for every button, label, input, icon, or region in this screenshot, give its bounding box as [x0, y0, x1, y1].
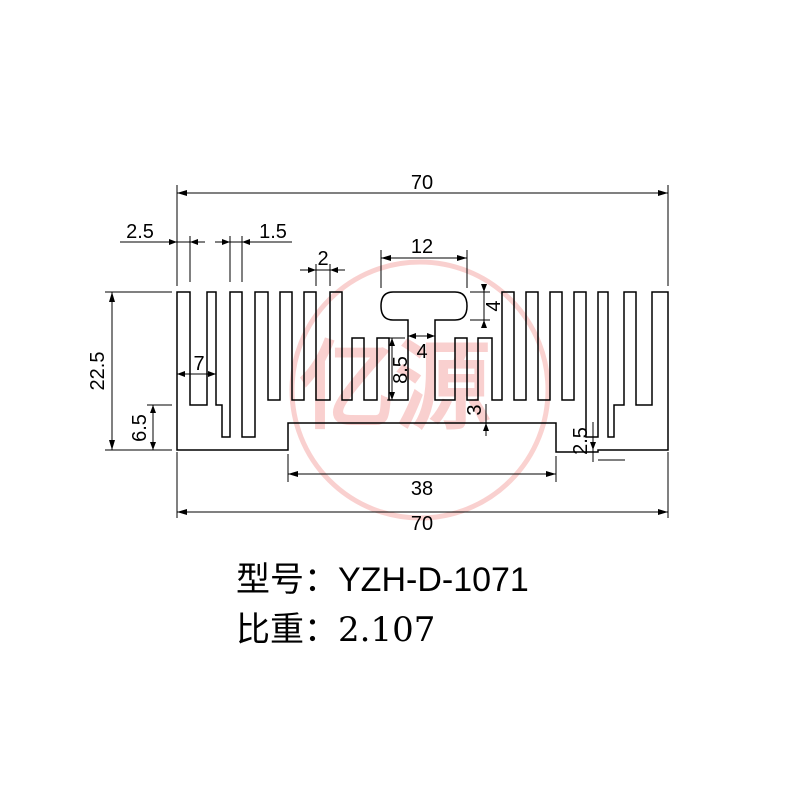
- dim-slot-depth: 8.5: [390, 356, 412, 384]
- dim-fin-thickness: 1.5: [259, 221, 287, 243]
- dim-base-thickness-right: 2.5: [570, 427, 592, 455]
- dim-base-offset: 3: [464, 404, 486, 415]
- model-caption: 型号：YZH-D-1071: [236, 552, 529, 601]
- model-label: 型号：: [236, 560, 338, 600]
- dim-overall-width-top: 70: [411, 172, 433, 194]
- dim-slot-top-width: 12: [411, 236, 433, 258]
- dim-step-height: 6.5: [129, 414, 151, 442]
- heatsink-outline: [176, 291, 669, 453]
- specific-weight-value: 2.107: [338, 610, 436, 650]
- watermark-text: 亿源: [299, 331, 491, 443]
- dim-side-step-width: 7: [193, 353, 204, 375]
- dim-slot-neck-width: 4: [416, 341, 427, 363]
- dim-bottom-land-width: 38: [411, 478, 433, 500]
- dim-center-fin-thickness: 2: [317, 248, 328, 270]
- dim-fin-spacing: 2.5: [126, 221, 154, 243]
- specific-weight-label: 比重：: [236, 610, 338, 650]
- dim-total-height: 22.5: [87, 352, 109, 391]
- watermark-logo: 亿源: [289, 259, 551, 521]
- dim-overall-width-bottom: 70: [411, 513, 433, 535]
- dim-slot-top-height: 4: [483, 300, 505, 311]
- model-value: YZH-D-1071: [338, 561, 529, 599]
- specific-weight-caption: 比重：2.107: [236, 602, 435, 651]
- arrowheads: [109, 190, 668, 515]
